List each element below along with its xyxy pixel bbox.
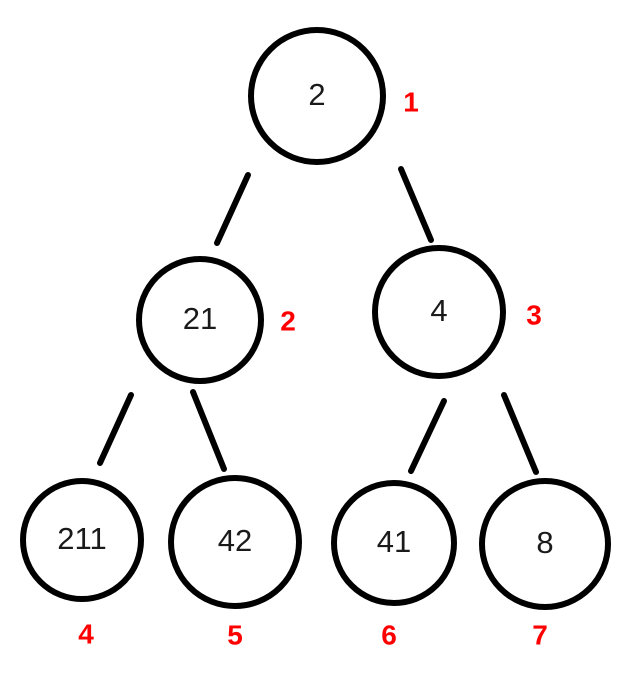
edge-right-to-rightleft <box>408 398 447 474</box>
edge-left-to-leftleft <box>97 392 134 466</box>
edge-root-to-right <box>398 166 434 243</box>
node-value-label: 41 <box>377 524 411 559</box>
index-label-group: 1 2 3 4 5 6 7 <box>78 86 548 650</box>
node-index-label-1: 1 <box>403 86 419 117</box>
node-group: 2 21 4 211 42 41 <box>20 27 611 610</box>
edge-root-to-left <box>214 172 251 246</box>
edge-right-to-rightright <box>501 392 539 475</box>
tree-node-1[interactable]: 2 <box>248 27 386 165</box>
node-value-label: 42 <box>218 523 252 558</box>
node-index-label-2: 2 <box>280 305 296 336</box>
node-index-label-4: 4 <box>78 618 94 649</box>
node-circle[interactable] <box>372 245 506 379</box>
node-value-label: 2 <box>308 77 325 112</box>
node-circle[interactable] <box>20 478 144 602</box>
node-index-label-3: 3 <box>526 299 542 330</box>
node-value-label: 21 <box>183 301 217 336</box>
node-index-label-7: 7 <box>532 619 548 650</box>
edge-group <box>97 166 539 475</box>
node-value-label: 211 <box>57 521 106 556</box>
node-value-label: 4 <box>430 293 447 328</box>
tree-node-3[interactable]: 4 <box>372 245 506 379</box>
node-circle[interactable] <box>136 256 264 384</box>
node-circle[interactable] <box>168 475 302 609</box>
edge-left-to-leftright <box>190 389 227 472</box>
node-index-label-6: 6 <box>381 619 397 650</box>
tree-node-5[interactable]: 42 <box>168 475 302 609</box>
node-value-label: 8 <box>536 525 553 560</box>
tree-node-4[interactable]: 211 <box>20 478 144 602</box>
tree-node-6[interactable]: 41 <box>331 480 457 606</box>
tree-node-7[interactable]: 8 <box>479 478 611 610</box>
node-circle[interactable] <box>331 480 457 606</box>
node-circle[interactable] <box>248 27 386 165</box>
tree-node-2[interactable]: 21 <box>136 256 264 384</box>
node-circle[interactable] <box>479 478 611 610</box>
node-index-label-5: 5 <box>227 619 243 650</box>
